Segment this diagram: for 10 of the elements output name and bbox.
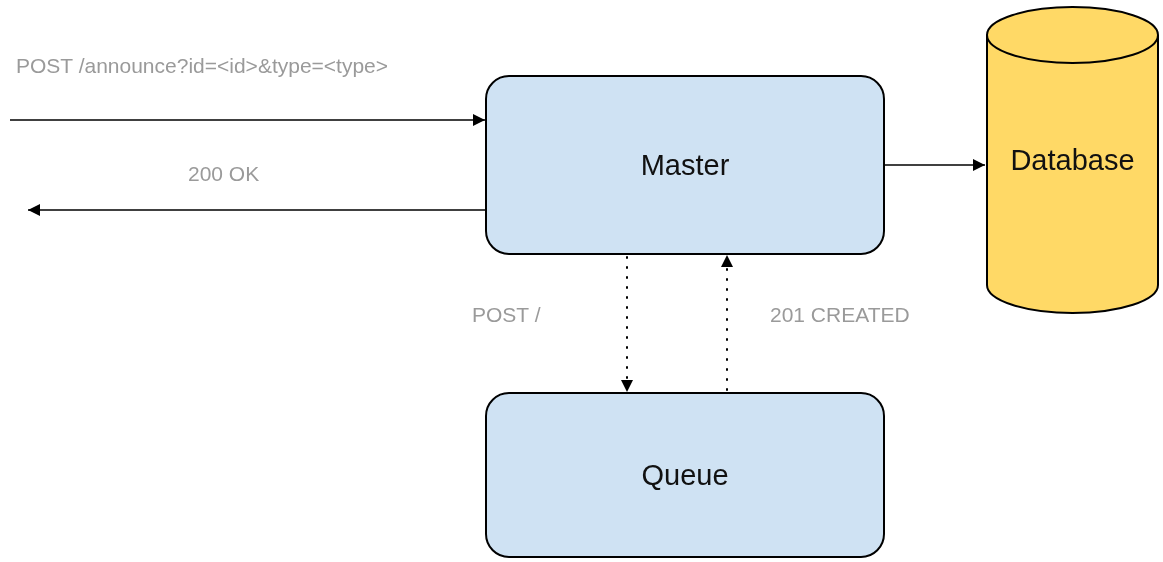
node-label: Master xyxy=(640,148,730,182)
node-label: Queue xyxy=(641,458,729,492)
arrow xyxy=(884,159,986,171)
arrow xyxy=(27,204,486,216)
arrow xyxy=(9,114,486,126)
node-label: Database xyxy=(1010,143,1135,177)
arrow xyxy=(621,256,633,393)
process-box xyxy=(485,392,885,558)
arrow xyxy=(721,254,733,391)
process-box xyxy=(485,75,885,255)
